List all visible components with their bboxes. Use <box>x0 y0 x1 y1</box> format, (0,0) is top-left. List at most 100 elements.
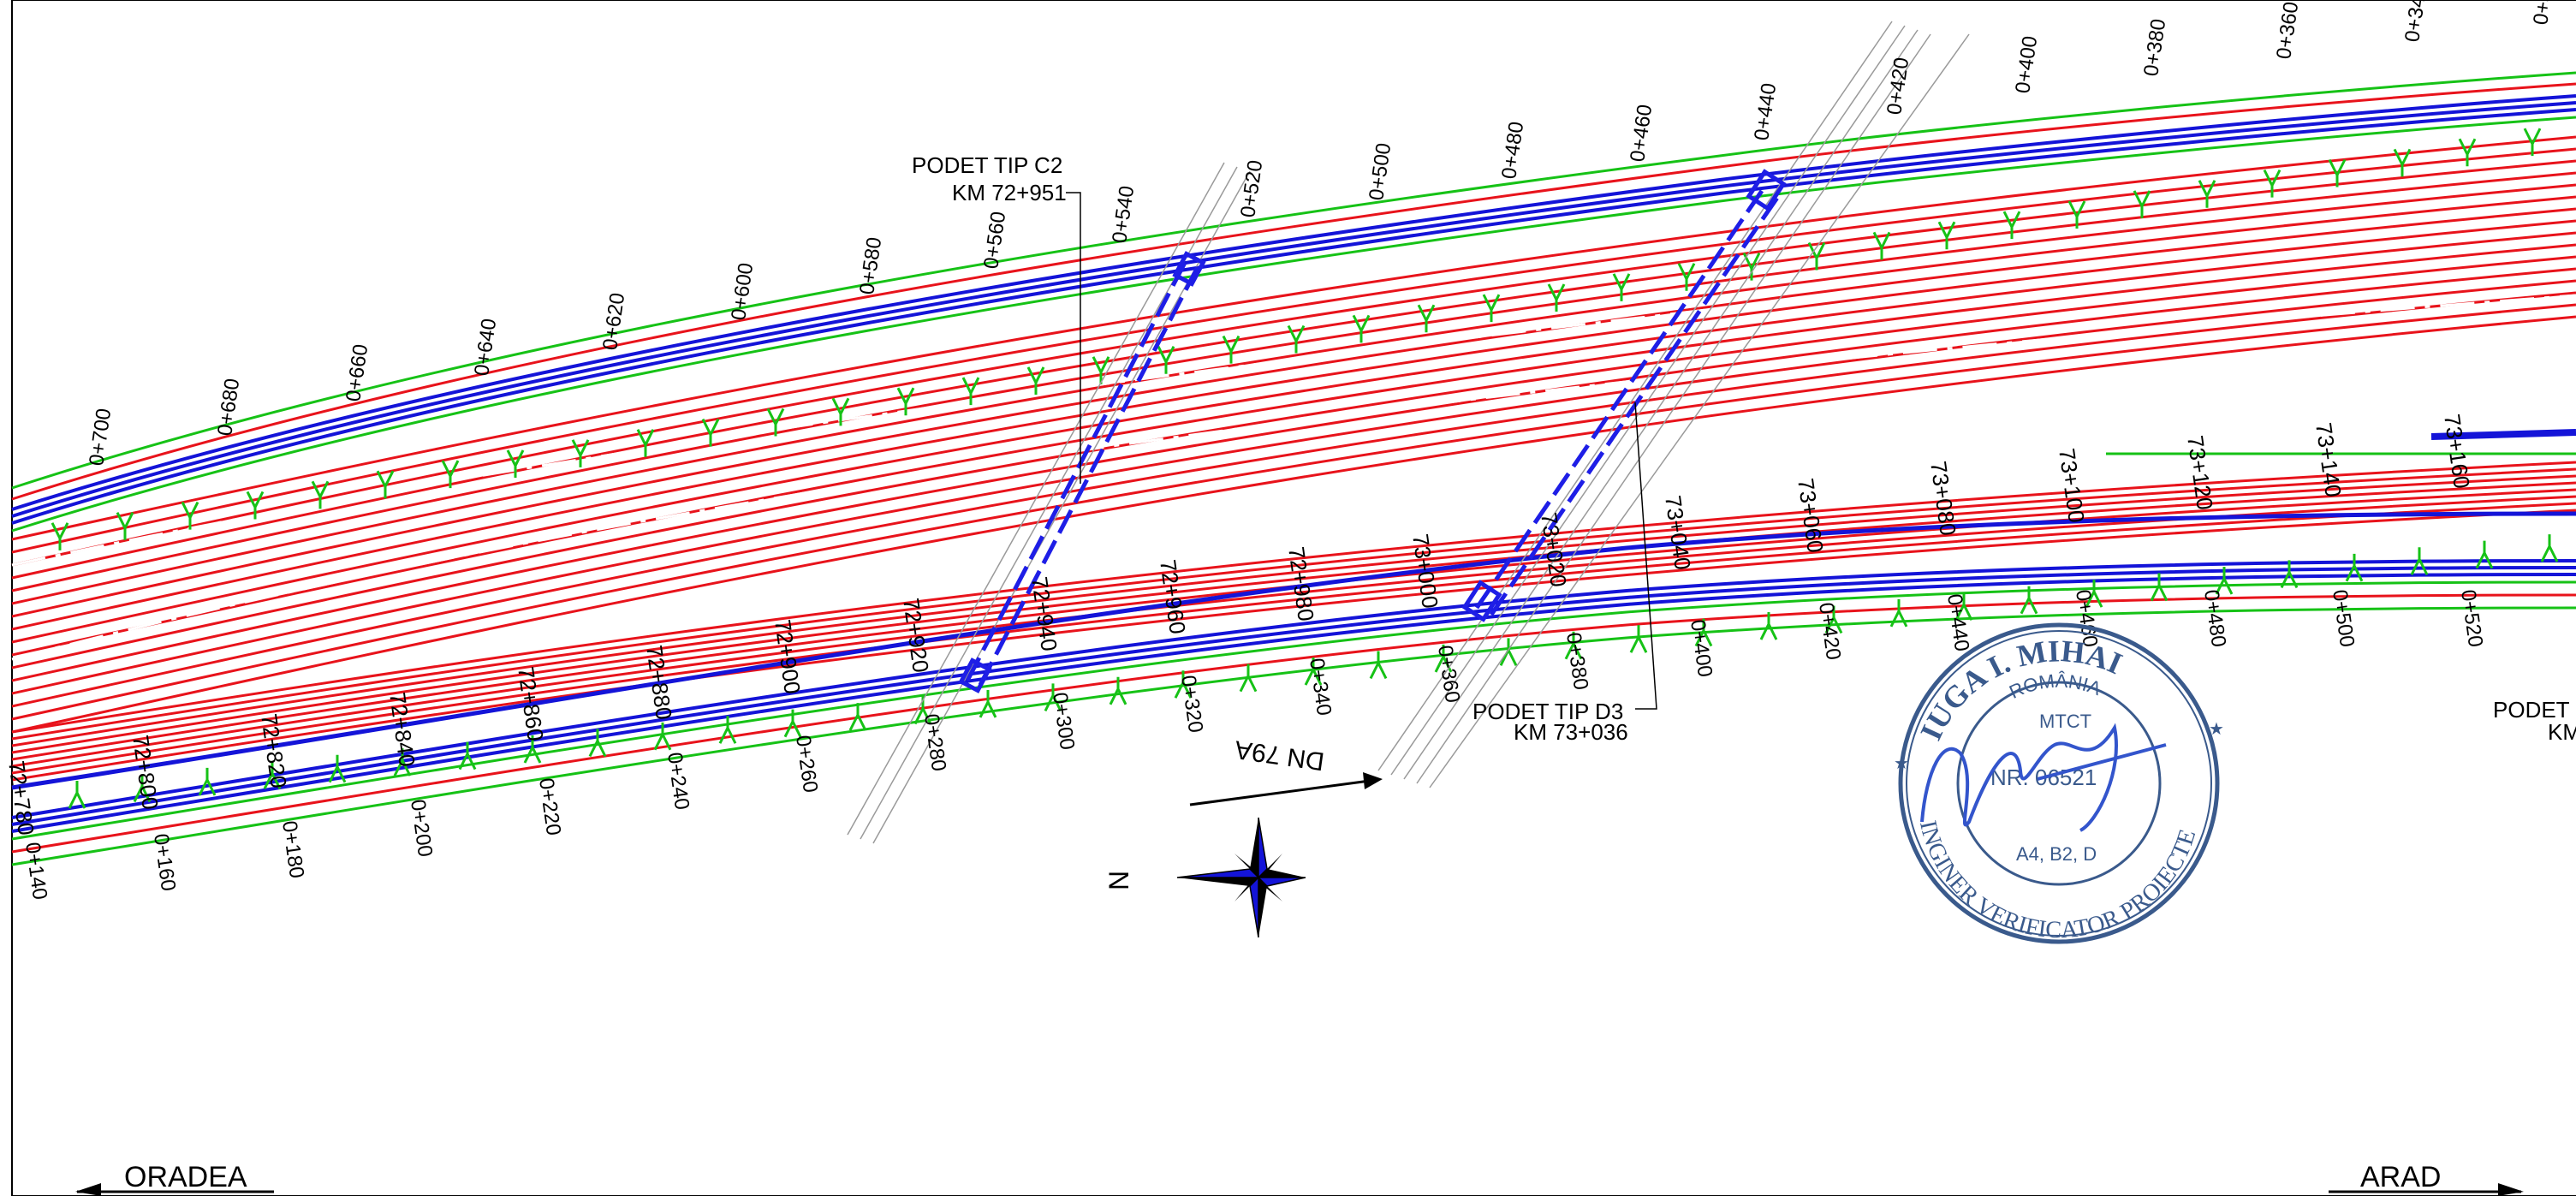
slope-mark <box>328 754 347 783</box>
chainage-bottom-label: 0+520 <box>2456 588 2487 649</box>
chainage-top-label: 0+380 <box>2139 17 2170 78</box>
carriageway-line <box>11 147 2576 554</box>
chainage-top-label: 0+360 <box>2272 0 2303 61</box>
slope-mark <box>1109 676 1127 705</box>
chainage-top-label: 0+540 <box>1108 184 1139 245</box>
slope-mark <box>1954 592 1973 621</box>
slope-mark <box>181 501 199 530</box>
slope-mark <box>2067 200 2086 229</box>
direction-left-label: ORADEA <box>124 1161 247 1193</box>
slope-mark <box>1369 651 1388 680</box>
stamp-star-left: ★ <box>1894 754 1909 773</box>
slope-mark <box>51 522 69 550</box>
carriageway-line <box>11 502 2576 775</box>
slope-mark <box>1694 618 1713 647</box>
direction-right-label: ARAD <box>2360 1161 2441 1193</box>
carriageway-line <box>11 219 2576 631</box>
chainage-bottom-label: 0+240 <box>663 751 693 812</box>
carriageway-line <box>11 207 2576 618</box>
culvert-leaders <box>1066 192 1657 710</box>
slope-mark <box>831 397 850 426</box>
culvert-d3-km: KM 73+036 <box>1514 719 1628 745</box>
chainage-top-label: 0+580 <box>855 235 886 296</box>
slope-mark <box>2475 540 2494 569</box>
slope-mark <box>523 735 542 764</box>
embankment-slope-marks <box>51 128 2559 809</box>
slope-mark <box>2085 580 2103 608</box>
carriageway-line <box>11 481 2576 754</box>
chainage-bottom-label: 0+160 <box>149 832 180 893</box>
slope-mark <box>1629 625 1648 653</box>
chainage-main-label: 73+140 <box>2311 421 2347 499</box>
slope-mark <box>2150 573 2168 602</box>
slope-mark <box>636 429 655 457</box>
slope-mark <box>718 716 737 744</box>
slope-mark <box>2020 586 2038 615</box>
slope-mark <box>2133 190 2151 218</box>
slope-mark <box>1824 605 1843 634</box>
carriageway-line <box>11 474 2576 747</box>
carriageway-line <box>11 231 2576 644</box>
slope-mark <box>2280 560 2299 589</box>
chainage-main-label: 73+160 <box>2439 413 2475 491</box>
slope-mark <box>133 774 152 803</box>
chainage-main-label: 73+120 <box>2182 434 2218 512</box>
slope-mark <box>1889 598 1908 628</box>
stamp-star-right: ★ <box>2209 720 2224 739</box>
chainage-top-label: 0+660 <box>342 342 372 403</box>
chainage-main-label: 73+040 <box>1660 494 1696 572</box>
culvert-right-km: KM <box>2548 719 2576 745</box>
slope-mark <box>2215 566 2234 595</box>
chainage-bottom-label: 0+420 <box>1814 601 1845 662</box>
carriageway-line <box>11 509 2576 782</box>
chainage-top-label: 0+520 <box>1236 158 1267 219</box>
culvert-c2-km: KM 72+951 <box>952 180 1067 205</box>
slope-mark <box>246 491 265 520</box>
chainage-top-label: 0+320 <box>2529 0 2560 27</box>
slope-mark <box>961 377 980 406</box>
north-label: N <box>1104 871 1134 890</box>
slope-mark <box>1417 304 1436 333</box>
slope-mark <box>1677 263 1696 291</box>
slope-mark <box>1239 663 1258 693</box>
slope-mark <box>1872 231 1891 260</box>
slope-mark <box>1612 273 1631 301</box>
carriageway-line <box>11 255 2576 669</box>
chainage-bottom-label: 0+180 <box>277 819 308 880</box>
slope-mark <box>2523 128 2542 157</box>
culvert-strip-lines <box>847 21 1970 844</box>
chainage-top-label: 0+340 <box>2400 0 2431 44</box>
chainage-bottom-label: 0+400 <box>1686 618 1716 679</box>
chainage-bottom-label: 0+280 <box>919 712 950 773</box>
chainage-bottom-label: 0+340 <box>1305 657 1336 717</box>
slope-mark <box>1287 324 1306 354</box>
slope-mark <box>1759 612 1778 640</box>
carriageway-line <box>11 467 2576 741</box>
chainage-bottom-label: 0+220 <box>534 777 565 837</box>
slope-mark <box>653 722 672 751</box>
chainage-top-label: 0+480 <box>1497 120 1528 181</box>
slope-mark <box>979 689 997 718</box>
chainage-top-label: 0+440 <box>1750 81 1781 142</box>
slope-mark <box>1352 314 1371 343</box>
slope-mark <box>441 460 460 489</box>
chainage-bottom-label: 0+140 <box>21 841 51 901</box>
carriageway-line <box>11 267 2576 682</box>
road-direction-arrow <box>1189 772 1383 806</box>
north-arrow <box>1176 817 1306 938</box>
chainage-main-label: 72+880 <box>641 644 677 722</box>
slope-mark <box>2540 534 2559 562</box>
carriageway-line <box>11 461 2576 734</box>
slope-mark <box>2410 547 2429 575</box>
slope-mark <box>896 387 915 416</box>
slope-mark <box>393 748 412 777</box>
stamp-signature <box>1920 723 2167 832</box>
slope-mark <box>2345 553 2364 582</box>
slope-mark <box>1807 241 1826 271</box>
slope-mark <box>783 709 802 738</box>
slope-mark <box>376 470 395 499</box>
road-axis <box>11 212 2576 661</box>
slope-mark <box>2393 148 2412 177</box>
culvert-right-title: PODET <box>2493 697 2570 723</box>
stamp-ministry: MTCT <box>2039 711 2091 732</box>
